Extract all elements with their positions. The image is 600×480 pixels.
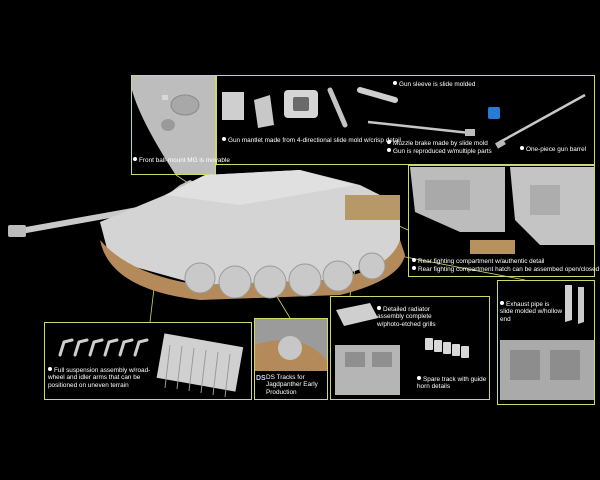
caption-rear-fighting-detail: Rear fighting compartment w/authentic de…: [412, 258, 544, 265]
caption-gun-sleeve: Gun sleeve is slide molded: [393, 81, 475, 88]
caption-gun-parts: Gun is reproduced w/multiple parts: [387, 148, 492, 155]
radiator-illustration: [335, 303, 400, 395]
suspension-illustration: [58, 338, 149, 357]
tracks-frame: [254, 318, 328, 400]
caption-gun-mantlet: Gun mantlet made from 4-directional slid…: [222, 137, 401, 144]
caption-rear-hatch: Rear fighting compartment hatch can be a…: [412, 266, 599, 273]
caption-ball-mount-mg: Front ball-mount MG is movable: [133, 157, 230, 164]
radiator-spare-frame: [330, 296, 490, 400]
caption-exhaust: Exhaust pipe is slide molded w/hollow en…: [500, 301, 563, 323]
ds-logo-icon: DS: [256, 375, 266, 382]
mg-detail-frame: [131, 75, 216, 175]
ds-tracks-illustration: [255, 319, 327, 371]
caption-ds-tracks: DS Tracks for Jagdpanther Early Producti…: [266, 374, 318, 396]
suspension-frame: [44, 322, 252, 400]
gun-parts-frame: [216, 75, 595, 165]
spare-track-illustration: [425, 338, 469, 358]
rear-compartment-frame: [408, 165, 595, 277]
caption-muzzle-brake: Muzzle brake made by slide mold: [387, 140, 488, 147]
tank-illustration: [8, 170, 405, 300]
rear-compartment-illustration: [410, 167, 594, 254]
slide-mold-icon: [488, 107, 500, 119]
caption-suspension: Full suspension assembly w/road-wheel an…: [48, 367, 151, 389]
caption-radiator: Detailed radiator assembly complete w/ph…: [377, 306, 436, 328]
exhaust-illustration: [500, 285, 594, 400]
exhaust-frame: [497, 280, 595, 405]
caption-one-piece-barrel: One-piece gun barrel: [520, 146, 586, 153]
gun-parts-illustration: [222, 87, 586, 149]
caption-spare-track: Spare track with guide horn details: [417, 376, 487, 391]
mg-detail-illustration: [132, 76, 215, 174]
track-link-strip: [156, 333, 244, 398]
